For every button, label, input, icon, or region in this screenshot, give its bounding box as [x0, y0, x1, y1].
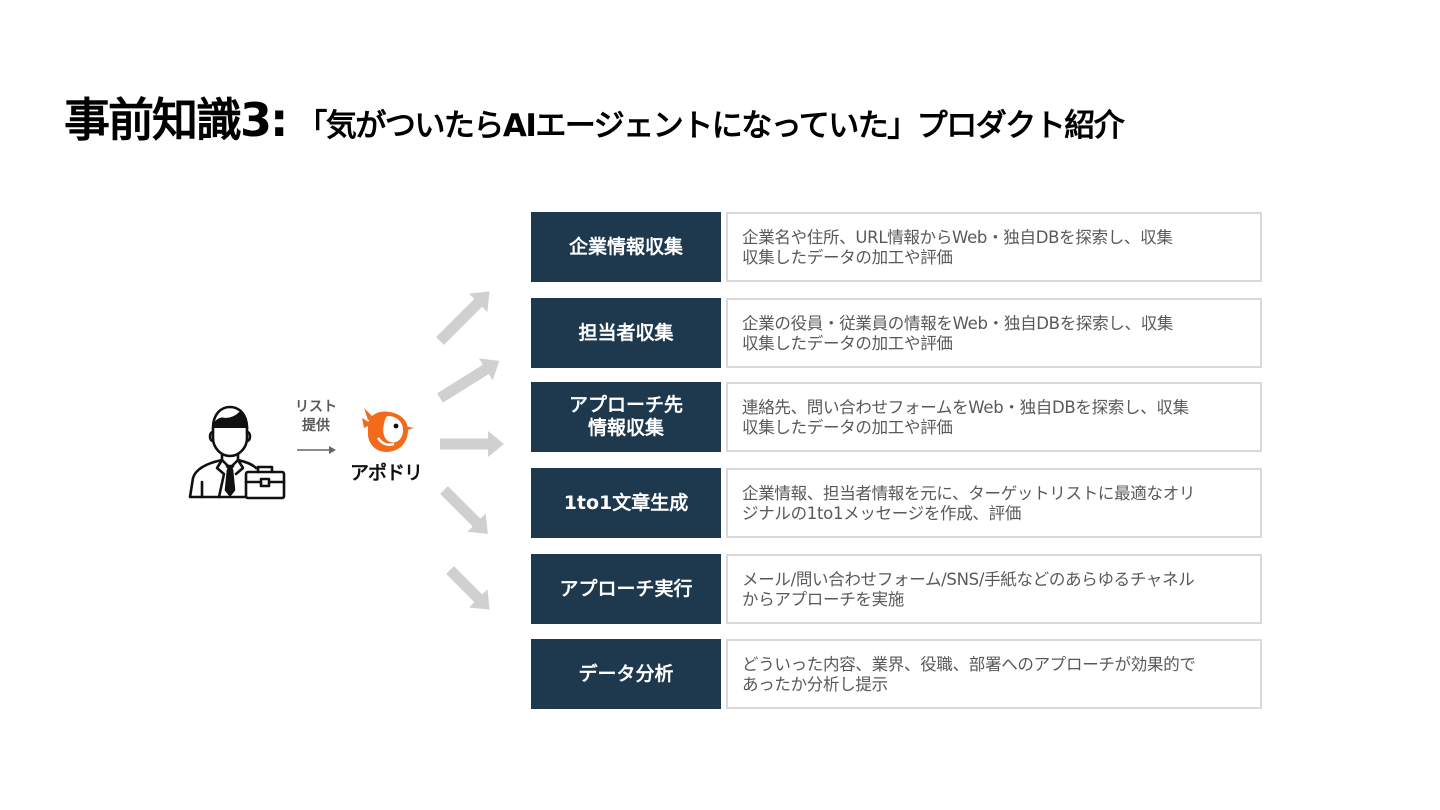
fan-arrows — [436, 291, 504, 610]
feature-label: 企業情報収集 — [531, 212, 721, 282]
feature-description: 企業の役員・従業員の情報をWeb・独自DBを探索し、収集 収集したデータの加工や… — [726, 298, 1262, 368]
product-name: アポドリ — [349, 462, 423, 484]
feature-description: 連絡先、問い合わせフォームをWeb・独自DBを探索し、収集 収集したデータの加工… — [726, 382, 1262, 452]
feature-row: 1to1文章生成 企業情報、担当者情報を元に、ターゲットリストに最適なオリ ジナ… — [531, 468, 1262, 538]
arrow-up-right-icon-1 — [436, 291, 490, 345]
feature-description: 企業情報、担当者情報を元に、ターゲットリストに最適なオリ ジナルの1to1メッセ… — [726, 468, 1262, 538]
feature-description-line: 企業名や住所、URL情報からWeb・独自DBを探索し、収集 — [742, 228, 1173, 247]
feature-description-line: 収集したデータの加工や評価 — [742, 334, 953, 353]
feature-label: データ分析 — [531, 639, 721, 709]
feature-description-line: 連絡先、問い合わせフォームをWeb・独自DBを探索し、収集 — [742, 398, 1189, 417]
feature-label: 1to1文章生成 — [531, 468, 721, 538]
feature-description-line: あったか分析し提示 — [742, 675, 888, 694]
feature-description-line: ジナルの1to1メッセージを作成、評価 — [742, 504, 1022, 523]
feature-description: どういった内容、業界、役職、部署へのアプローチが効果的で あったか分析し提示 — [726, 639, 1262, 709]
feature-row: 担当者収集 企業の役員・従業員の情報をWeb・独自DBを探索し、収集 収集したデ… — [531, 298, 1262, 368]
feature-label: 担当者収集 — [531, 298, 721, 368]
feature-description-line: からアプローチを実施 — [742, 590, 905, 609]
feature-description: 企業名や住所、URL情報からWeb・独自DBを探索し、収集 収集したデータの加工… — [726, 212, 1262, 282]
arrow-up-right-icon-2 — [437, 358, 500, 403]
page-title: 事前知識3:「気がついたらAIエージェントになっていた」プロダクト紹介 — [64, 84, 1125, 150]
businessman-icon — [188, 405, 286, 500]
arrow-right-icon-3 — [440, 431, 504, 457]
arrow-down-right-icon-4 — [440, 486, 488, 534]
feature-description-line: 企業情報、担当者情報を元に、ターゲットリストに最適なオリ — [742, 484, 1196, 503]
arrow-down-right-icon-5 — [446, 566, 490, 610]
feature-description-line: どういった内容、業界、役職、部署へのアプローチが効果的で — [742, 655, 1196, 674]
feature-row: アプローチ実行 メール/問い合わせフォーム/SNS/手紙などのあらゆるチャネル … — [531, 554, 1262, 624]
feature-description-line: 収集したデータの加工や評価 — [742, 418, 953, 437]
title-subtitle: 「気がついたらAIエージェントになっていた」プロダクト紹介 — [296, 108, 1124, 144]
feature-row: アプローチ先 情報収集 連絡先、問い合わせフォームをWeb・独自DBを探索し、収… — [531, 382, 1262, 452]
feature-row: データ分析 どういった内容、業界、役職、部署へのアプローチが効果的で あったか分… — [531, 639, 1262, 709]
feature-description-line: 収集したデータの加工や評価 — [742, 248, 953, 267]
feature-label: アプローチ先 情報収集 — [531, 382, 721, 452]
arrow-right-icon — [297, 446, 336, 454]
bird-logo-icon — [362, 408, 414, 452]
feature-label: アプローチ実行 — [531, 554, 721, 624]
list-provide-label: リスト 提供 — [295, 399, 337, 434]
feature-description: メール/問い合わせフォーム/SNS/手紙などのあらゆるチャネル からアプローチを… — [726, 554, 1262, 624]
feature-row: 企業情報収集 企業名や住所、URL情報からWeb・独自DBを探索し、収集 収集し… — [531, 212, 1262, 282]
title-main: 事前知識3: — [64, 93, 288, 147]
feature-description-line: メール/問い合わせフォーム/SNS/手紙などのあらゆるチャネル — [742, 570, 1195, 589]
feature-description-line: 企業の役員・従業員の情報をWeb・独自DBを探索し、収集 — [742, 314, 1174, 333]
